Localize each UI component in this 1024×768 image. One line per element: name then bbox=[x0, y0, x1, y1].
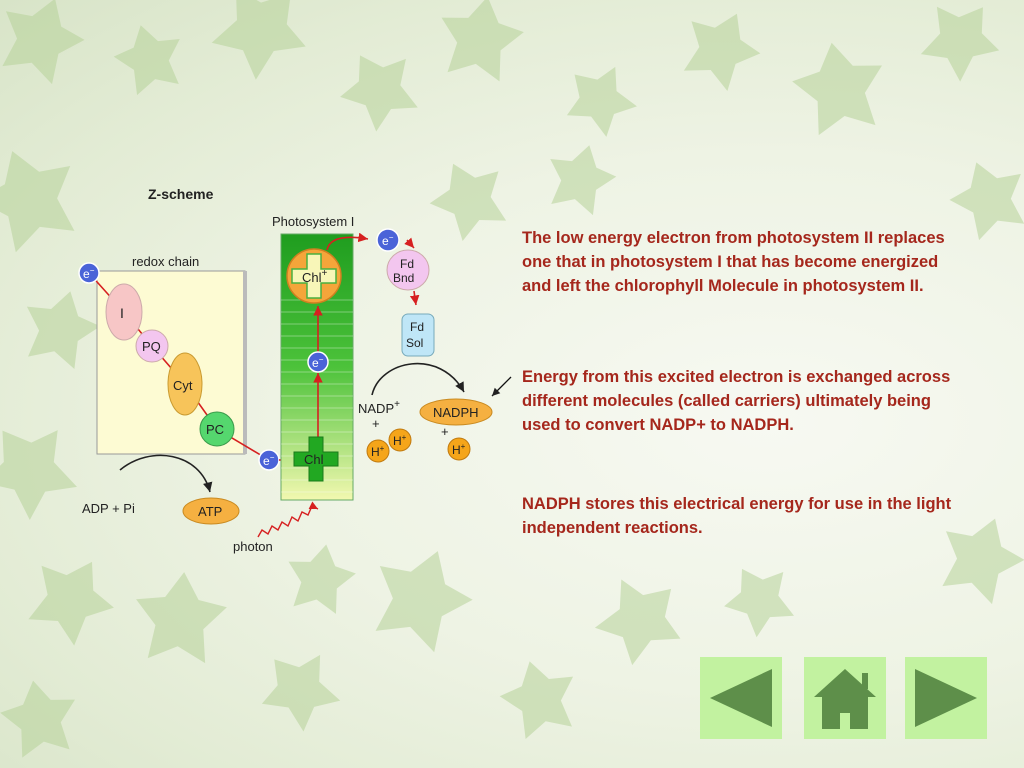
svg-text:H+: H+ bbox=[371, 444, 385, 459]
fd-bnd-line1: Fd bbox=[400, 257, 414, 271]
electron-icon bbox=[307, 351, 329, 373]
fd-sol bbox=[401, 313, 435, 357]
forward-button[interactable] bbox=[905, 657, 987, 739]
chl-lower-label: Chl bbox=[304, 452, 324, 467]
right-triangle-icon bbox=[915, 669, 977, 727]
photon-label: photon bbox=[233, 539, 273, 554]
carrier-i bbox=[105, 283, 143, 341]
carrier-cyt-label: Cyt bbox=[173, 378, 193, 393]
fd-bnd-line2: Bnd bbox=[393, 271, 414, 285]
adp-pi-label: ADP + Pi bbox=[82, 501, 135, 516]
carrier-pq-label: PQ bbox=[142, 339, 161, 354]
house-icon bbox=[814, 669, 876, 729]
back-button[interactable] bbox=[700, 657, 782, 739]
svg-text:e−: e− bbox=[83, 266, 95, 281]
electron-icon bbox=[376, 228, 400, 252]
nadph-molecule bbox=[419, 398, 493, 426]
svg-text:Chl+: Chl+ bbox=[302, 268, 328, 285]
carrier-i-label: I bbox=[120, 305, 124, 321]
home-button[interactable] bbox=[804, 657, 886, 739]
nadph-label: NADPH bbox=[433, 405, 479, 420]
hydrogen-ion bbox=[366, 439, 390, 463]
fd-sol-line1: Fd bbox=[410, 320, 424, 334]
photosystem-label: Photosystem I bbox=[272, 214, 354, 229]
carrier-pc bbox=[199, 411, 235, 447]
plus-sign: + bbox=[372, 416, 380, 431]
svg-text:H+: H+ bbox=[452, 442, 466, 457]
svg-text:e−: e− bbox=[382, 233, 394, 248]
atp-molecule bbox=[182, 497, 240, 525]
atp-label: ATP bbox=[198, 504, 222, 519]
hydrogen-ion bbox=[388, 428, 412, 452]
fd-sol-line2: Sol bbox=[406, 336, 423, 350]
svg-text:H+: H+ bbox=[393, 433, 407, 448]
plus-sign: + bbox=[441, 424, 449, 439]
svg-text:e−: e− bbox=[263, 453, 275, 468]
hydrogen-ion bbox=[447, 437, 471, 461]
carrier-cyt bbox=[167, 352, 203, 416]
paragraph-2: Energy from this excited electron is exc… bbox=[522, 368, 951, 434]
paragraph-3: NADPH stores this electrical energy for … bbox=[522, 495, 952, 537]
electron-icon bbox=[78, 262, 100, 284]
carrier-pq bbox=[135, 329, 169, 363]
redox-chain-label: redox chain bbox=[132, 254, 199, 269]
nadp-label: NADP+ bbox=[358, 399, 400, 416]
svg-text:e−: e− bbox=[312, 355, 324, 370]
left-triangle-icon bbox=[710, 669, 772, 727]
carrier-pc-label: PC bbox=[206, 422, 224, 437]
diagram-title: Z-scheme bbox=[148, 186, 214, 202]
fd-bnd bbox=[386, 249, 430, 291]
paragraph-1: The low energy electron from photosystem… bbox=[522, 229, 945, 295]
